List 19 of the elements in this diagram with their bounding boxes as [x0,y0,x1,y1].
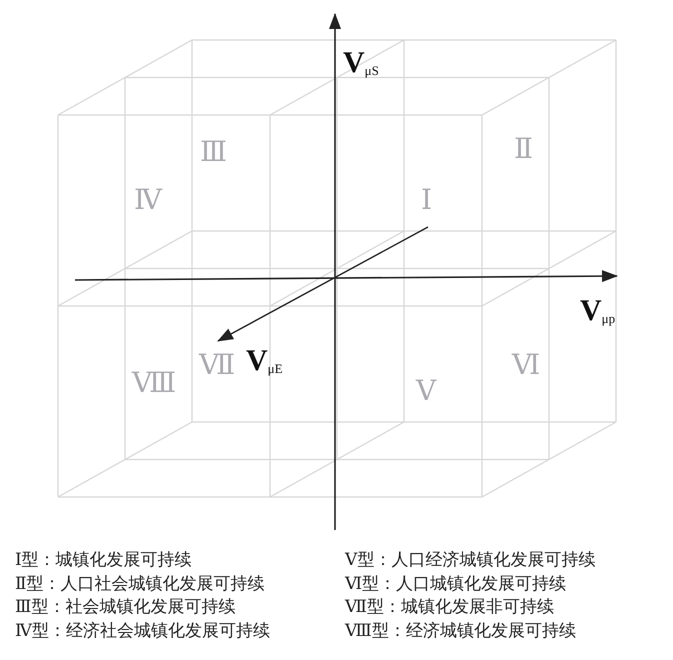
axis-label: V$_{μE}$ [246,346,283,376]
legend-text: Ⅳ型：经济社会城镇化发展可持续 [15,622,270,640]
legend-text: Ⅷ型：经济城镇化发展可持续 [345,622,576,640]
region-numeral: Ⅳ [134,187,162,215]
legend-text: Ⅶ型：城镇化发展非可持续 [345,599,554,616]
legend-text: Ⅵ型：人口城镇化发展可持续 [345,576,566,592]
region-numeral: Ⅶ [199,352,236,380]
legend-text: Ⅴ型：人口经济城镇化发展可持续 [345,552,596,569]
region-numeral: Ⅱ [514,136,534,164]
legend-text: Ⅰ型：城镇化发展可持续 [15,552,192,569]
axis-label: V$_{μS}$ [343,48,379,78]
region-numeral: Ⅴ [416,378,436,406]
legend-text: Ⅱ型：人口社会城镇化发展可持续 [15,576,265,592]
region-numeral: Ⅷ [132,370,176,398]
region-numeral: Ⅲ [200,139,228,167]
region-numeral: Ⅰ [421,187,432,215]
axis-label: V$_{μp}$ [580,296,616,326]
legend-text: Ⅲ型：社会城镇化发展可持续 [15,599,236,616]
region-numeral: Ⅵ [512,352,540,380]
